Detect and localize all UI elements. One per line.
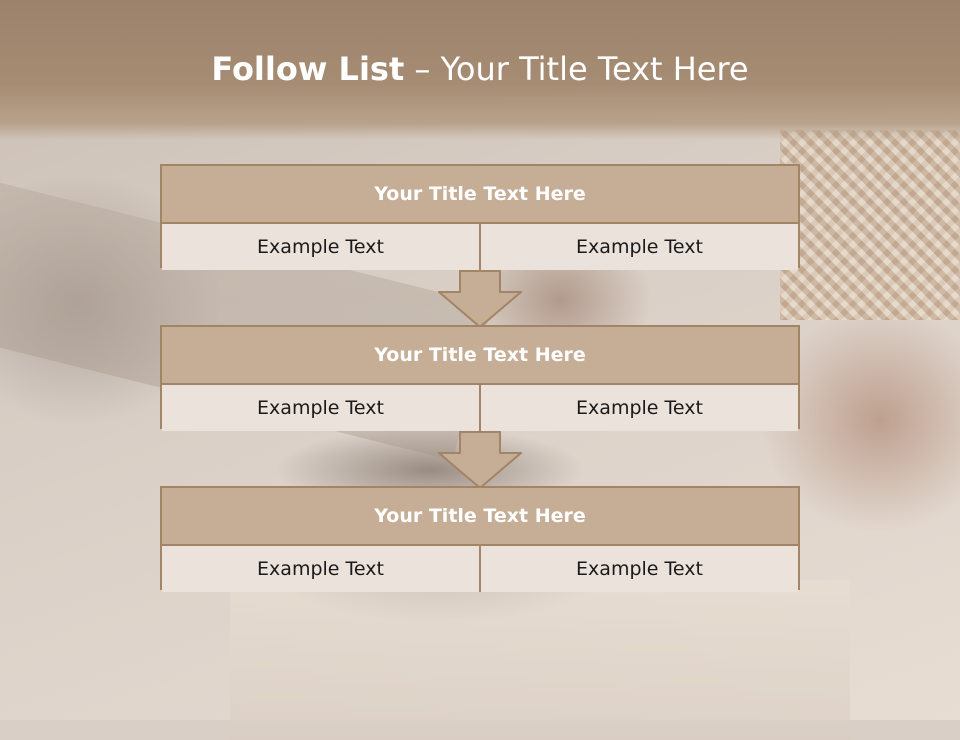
step-cells-3: Example Text Example Text — [162, 546, 798, 592]
step-title-2: Your Title Text Here — [162, 327, 798, 385]
step-1-left-text: Example Text — [162, 224, 479, 270]
slide-title-rest: – Your Title Text Here — [404, 50, 749, 88]
background-cloth — [230, 580, 850, 740]
step-2-left-text: Example Text — [162, 385, 479, 431]
slide-title-bold: Follow List — [211, 50, 405, 88]
step-2-right-text: Example Text — [479, 385, 798, 431]
background-embroidery — [780, 130, 960, 320]
step-3-left-text: Example Text — [162, 546, 479, 592]
down-arrow-icon — [438, 431, 522, 489]
title-bar — [0, 0, 960, 140]
step-1-right-text: Example Text — [479, 224, 798, 270]
step-box-1: Your Title Text Here Example Text Exampl… — [160, 164, 800, 270]
step-box-2: Your Title Text Here Example Text Exampl… — [160, 325, 800, 431]
step-3-right-text: Example Text — [479, 546, 798, 592]
step-title-3: Your Title Text Here — [162, 488, 798, 546]
step-box-3: Your Title Text Here Example Text Exampl… — [160, 486, 800, 592]
step-title-1: Your Title Text Here — [162, 166, 798, 224]
slide-title: Follow List – Your Title Text Here — [0, 50, 960, 88]
down-arrow-icon — [438, 270, 522, 328]
step-cells-2: Example Text Example Text — [162, 385, 798, 431]
step-cells-1: Example Text Example Text — [162, 224, 798, 270]
